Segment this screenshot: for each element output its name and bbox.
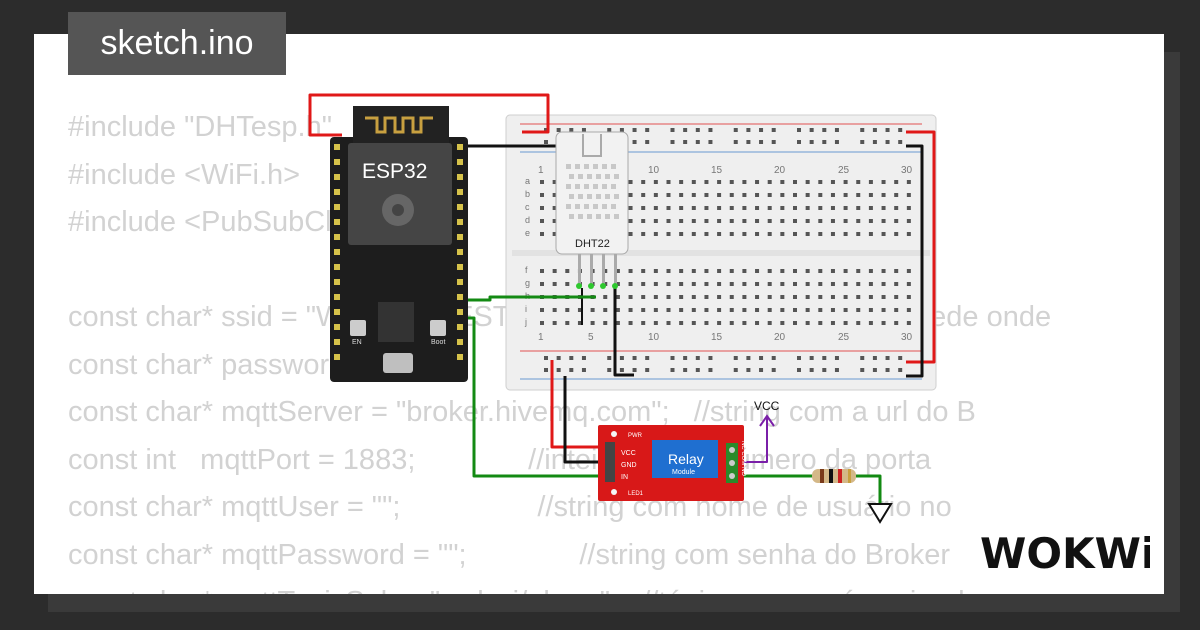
svg-text:a: a <box>525 176 530 186</box>
svg-text:e: e <box>525 228 530 238</box>
svg-text:g: g <box>525 278 530 288</box>
file-title-tab[interactable]: sketch.ino <box>68 12 286 75</box>
svg-text:20: 20 <box>774 165 786 176</box>
svg-text:WOKWi: WOKWi <box>980 529 1150 576</box>
svg-text:b: b <box>525 189 530 199</box>
svg-text:30: 30 <box>901 165 913 176</box>
svg-text:f: f <box>525 265 528 275</box>
svg-text:d: d <box>525 215 530 225</box>
svg-text:VCC: VCC <box>621 450 636 457</box>
svg-text:i: i <box>525 304 527 314</box>
boot-button[interactable] <box>430 320 446 336</box>
code-line: const char* mqttServer = "broker.hivemq.… <box>68 396 976 428</box>
svg-text:PWR: PWR <box>628 433 643 439</box>
code-line: #include <WiFi.h> <box>68 158 301 191</box>
usb-port <box>383 353 413 373</box>
relay-module[interactable]: Relay Module VCC GND IN PWR LED1 NC COM … <box>598 425 746 501</box>
dht22-label: DHT22 <box>575 238 610 250</box>
svg-text:1: 1 <box>538 332 544 343</box>
svg-text:5: 5 <box>588 332 594 343</box>
svg-text:15: 15 <box>711 332 723 343</box>
breadboard-column-numbers: 1 5 10 15 20 25 30 1 5 10 15 20 25 30 <box>538 165 913 343</box>
wokwi-logo: WOKWi <box>980 529 1150 576</box>
svg-text:GND: GND <box>621 462 637 469</box>
svg-text:20: 20 <box>774 332 786 343</box>
relay-label: Relay <box>668 451 704 467</box>
en-button[interactable] <box>350 320 366 336</box>
svg-text:10: 10 <box>648 165 660 176</box>
vcc-symbol: VCC <box>754 399 780 427</box>
svg-text:j: j <box>524 317 527 327</box>
svg-text:25: 25 <box>838 165 850 176</box>
svg-text:IN: IN <box>621 474 628 481</box>
svg-text:1: 1 <box>538 165 544 176</box>
boot-label: Boot <box>431 339 445 346</box>
dht22-sensor[interactable]: DHT22 <box>555 131 629 289</box>
code-line: const char* mqttTopicSub = "wokwi/alarm"… <box>68 579 1051 594</box>
resistor[interactable] <box>812 469 856 483</box>
code-line: const char* mqttPassword = ""; //string … <box>68 538 951 571</box>
ground-symbol <box>867 503 893 524</box>
svg-text:LED1: LED1 <box>628 491 644 497</box>
wires <box>308 93 936 505</box>
svg-text:15: 15 <box>711 165 723 176</box>
code-line: #include "DHTesp.h" <box>68 111 333 143</box>
svg-text:c: c <box>525 202 530 212</box>
vcc-label: VCC <box>754 399 780 413</box>
svg-text:25: 25 <box>838 332 850 343</box>
en-label: EN <box>352 339 362 346</box>
esp32-label: ESP32 <box>362 160 427 183</box>
esp32-board[interactable]: ESP32 EN Boot <box>330 106 468 382</box>
svg-text:30: 30 <box>901 332 913 343</box>
svg-text:NC COM NO: NC COM NO <box>740 441 746 476</box>
relay-sublabel: Module <box>672 469 695 476</box>
svg-text:10: 10 <box>648 332 660 343</box>
